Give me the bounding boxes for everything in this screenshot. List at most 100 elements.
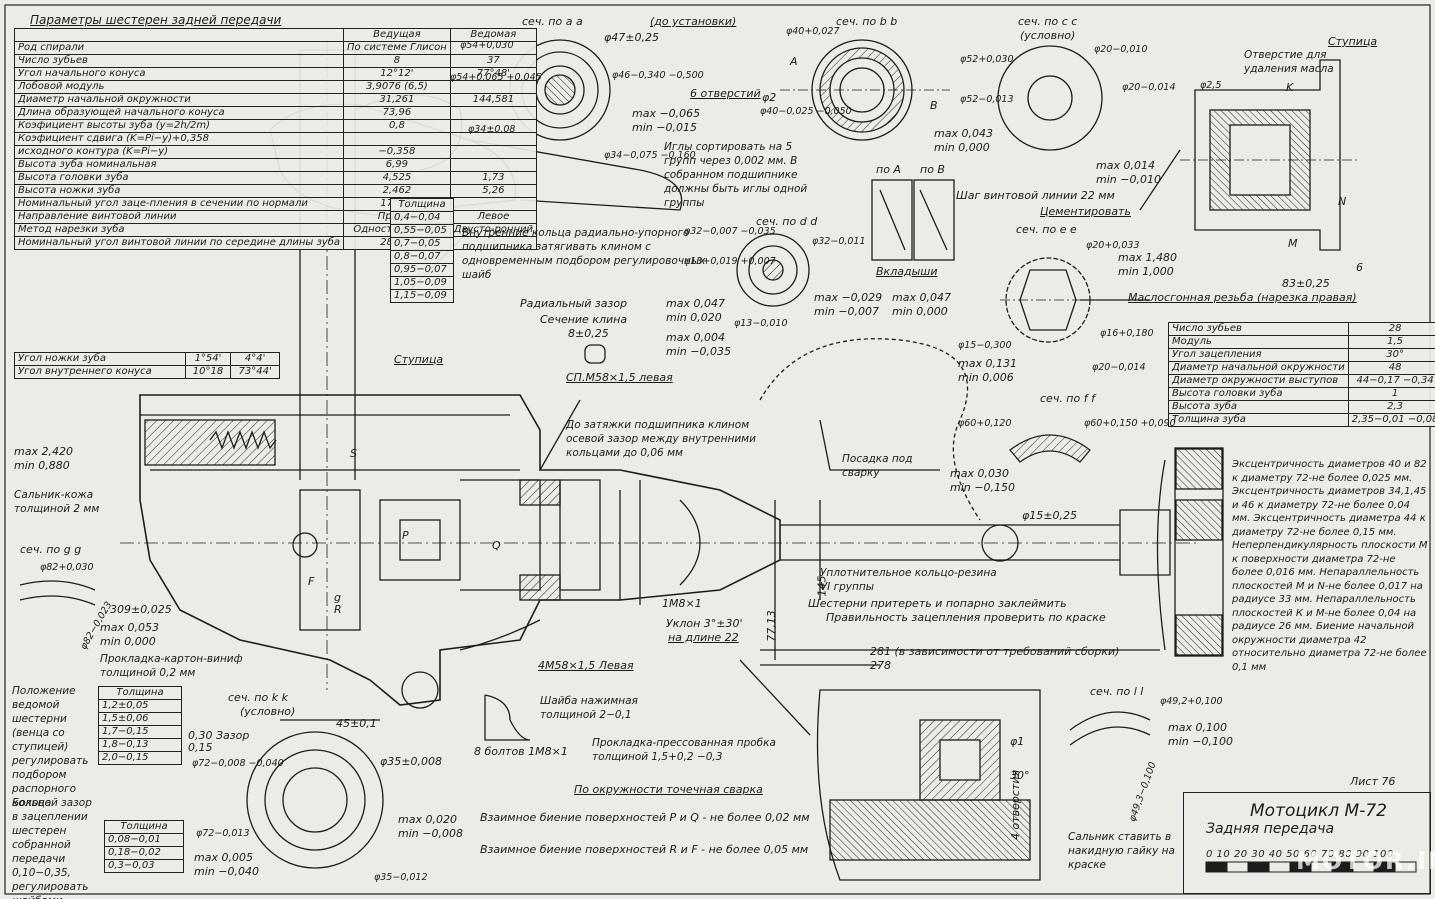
table-row: 1,05−0,09 [390, 276, 454, 290]
gasket-cardboard-note: Прокладка-картон-виниф толщиной 0,2 мм [100, 653, 243, 679]
table-cell: 48 [1347, 361, 1435, 375]
table-cell: 1,7−0,15 [98, 725, 182, 739]
table-row: 0,95−0,07 [390, 263, 454, 277]
table-header: Толщина [390, 198, 454, 212]
washer-note: Шайба нажимная толщиной 2−0,1 [540, 695, 638, 721]
table-cell: 1°54' [184, 352, 232, 366]
dim-kk-4: max 0,020 [398, 813, 457, 826]
table-row: 0,3−0,03 [104, 859, 184, 873]
dim-cc-4: φ20−0,014 [1122, 82, 1176, 93]
table-cell: Угол ножки зуба [14, 352, 186, 366]
table-cell: 0,8−0,07 [390, 250, 454, 264]
table-cell: исходного контура (K=Рi−y) [14, 145, 344, 159]
title-block [1183, 792, 1431, 894]
dim-kk-7: min −0,040 [194, 865, 259, 878]
table-cell: Направление винтовой линии [14, 210, 344, 224]
table-row: 1,2±0,05 [98, 699, 182, 713]
table-cell: Высота зуба номинальная [14, 158, 344, 172]
dim-ff-4: min −0,150 [950, 481, 1015, 494]
section-kk-note: (условно) [240, 705, 296, 718]
table-cell: 1,05−0,09 [390, 276, 454, 290]
table-cell: 44−0,17 −0,34 [1347, 374, 1435, 388]
dim-aa-2: φ47±0,25 [604, 31, 659, 44]
hub-label: Ступица [394, 353, 444, 366]
dim-aa-3: φ54+0,065 +0,045 [450, 72, 542, 83]
table-cell: 0,55−0,05 [390, 224, 454, 238]
dim-main-17: min 0,020 [666, 311, 722, 324]
dim-main-16: max 0,047 [666, 297, 725, 310]
table-header-row: Толщина [390, 198, 454, 212]
tolerance-notes: Эксцентричность диаметров 40 и 82 к диам… [1232, 459, 1428, 673]
table-cell: 12°12' [343, 67, 451, 81]
needles-note: Иглы сортировать на 5 групп через 0,002 … [664, 141, 808, 209]
dim-main-7: 278 [870, 659, 891, 672]
seal-ring-note: Уплотнительное кольцо-резина VI группы [820, 567, 997, 593]
dim-ff-3: max 0,030 [950, 467, 1009, 480]
dim-main-14: 8±0,25 [568, 327, 609, 340]
table-cell: 5,26 [449, 184, 538, 198]
sheet-number: Лист 76 [1350, 775, 1396, 788]
table-cell: Метод нарезки зуба [14, 223, 344, 237]
dim-kk-2: φ72−0,008 −0,040 [192, 758, 284, 769]
position-note: Положение ведомой шестерни (венца со сту… [12, 685, 89, 809]
dim-hub-1: φ2,5 [1200, 80, 1222, 91]
table-cell [449, 145, 538, 159]
table-cell: 1,2±0,05 [98, 699, 182, 713]
cementation-note: Цементировать [1040, 205, 1131, 218]
dim-main-1: max 2,420 [14, 445, 73, 458]
dim-hub-10: 6 [1356, 261, 1363, 274]
table-row: 0,7−0,05 [390, 237, 454, 251]
dim-ee-3: min 1,000 [1118, 265, 1174, 278]
table-cell: Угол зацепления [1168, 348, 1349, 362]
table-cell: Диаметр начальной окружности [1168, 361, 1349, 375]
label-poB: по В [920, 163, 945, 176]
dim-ee-7: min 0,006 [958, 371, 1014, 384]
label-poA: по А [876, 163, 901, 176]
dim-main-8: 45±0,1 [336, 717, 377, 730]
wedge-section-label: Сечение клина [540, 313, 628, 326]
table-cell: Ведущая [343, 28, 451, 42]
table-cell: 0,3−0,03 [104, 859, 184, 873]
table-cell: 1,8−0,13 [98, 738, 182, 752]
drawing-subtitle: Задняя передача [1206, 821, 1335, 837]
table-cell [14, 28, 344, 42]
table-cell: Угол начального конуса [14, 67, 344, 81]
table-cell: 4°4' [230, 352, 280, 366]
dim-dd-5: max −0,029 [814, 291, 883, 304]
table-row: 1,5±0,06 [98, 712, 182, 726]
dim-ee-2: max 1,480 [1118, 251, 1177, 264]
label-B: В [930, 99, 938, 112]
dim-bb-1: φ40+0,027 [786, 26, 840, 37]
dim-main-11: 1М8×1 [662, 597, 702, 610]
table-cell: 0,18−0,02 [104, 846, 184, 860]
seal-paint-note: Сальник ставить в накидную гайку на крас… [1068, 831, 1175, 871]
table-row: 0,18−0,02 [104, 846, 184, 860]
dim-ee-8: φ20−0,014 [1092, 362, 1146, 373]
watermark: MOTOR.INFO [1296, 847, 1435, 875]
lapped-gears-note: Шестерни притереть и попарно заклеймить [808, 597, 1067, 610]
drawing-title: Мотоцикл М-72 [1250, 801, 1387, 821]
section-ee-title: сеч. по е е [1016, 223, 1077, 236]
table-row: исходного контура (K=Рi−y)−0,358 [14, 145, 538, 159]
dim-ee-4: φ15−0,300 [958, 340, 1012, 351]
table-cell: Диаметр окружности выступов [1168, 374, 1349, 388]
gap-value: 0,15 [188, 741, 213, 754]
dim-gg-4: max 0,053 [100, 621, 159, 634]
table-row: 0,4−0,04 [390, 211, 454, 225]
label-g: g [334, 591, 341, 604]
table-cell: 0,95−0,07 [390, 263, 454, 277]
table-cell: 2,3 [1347, 400, 1435, 414]
section-gg-title: сеч. по g g [20, 543, 82, 556]
dim-main-19: min −0,035 [666, 345, 731, 358]
dim-cc-6: min −0,010 [1096, 173, 1161, 186]
table-cell: 1,15−0,09 [390, 289, 454, 303]
table-cell: Число зубьев [1168, 322, 1349, 336]
